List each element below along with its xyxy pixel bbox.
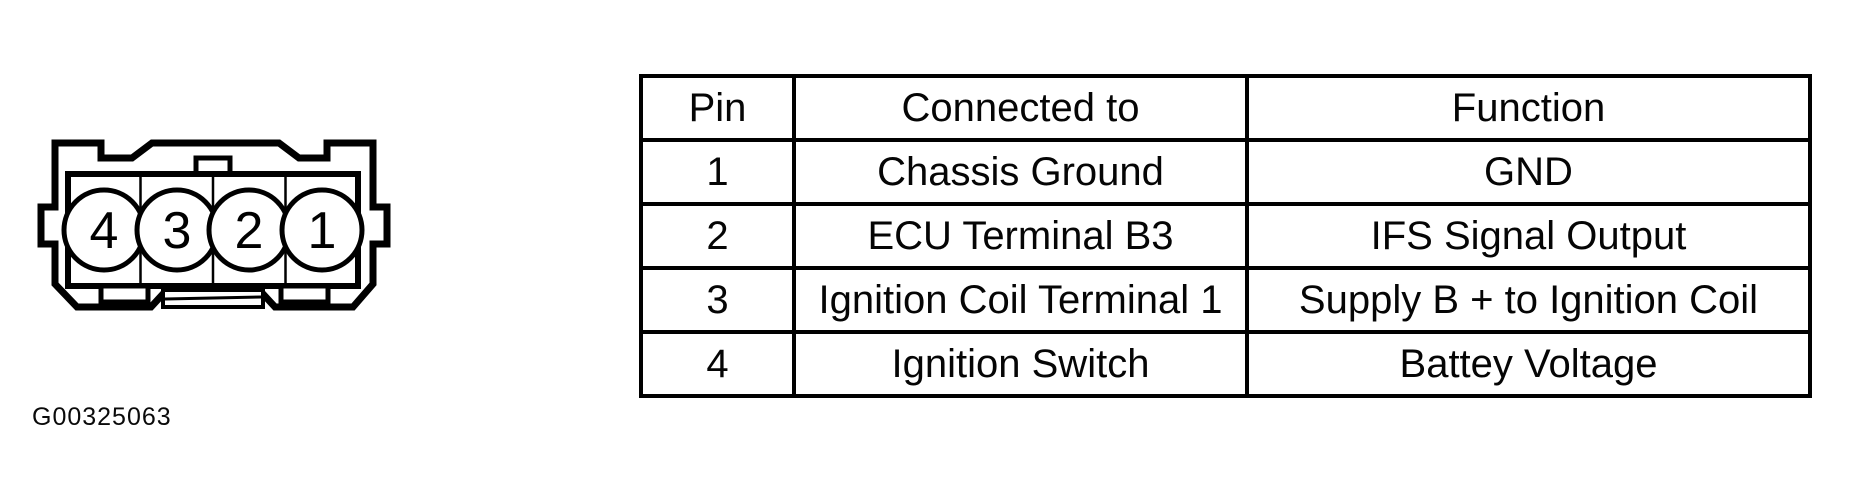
header-connected-to: Connected to [792, 74, 1249, 142]
table-row: 2 ECU Terminal B3 IFS Signal Output [639, 202, 1812, 270]
cell-function: Battey Voltage [1245, 330, 1812, 398]
connector-bottom-rail [161, 288, 265, 309]
table-row: 3 Ignition Coil Terminal 1 Supply B + to… [639, 266, 1812, 334]
header-function: Function [1245, 74, 1812, 142]
pin-label: 4 [90, 202, 119, 260]
cell-pin: 4 [639, 330, 796, 398]
cell-pin: 2 [639, 202, 796, 270]
cell-connected-to: Ignition Switch [792, 330, 1249, 398]
cell-pin: 1 [639, 138, 796, 206]
connector-bottom-tab-left [98, 283, 151, 305]
table-header-row: Pin Connected to Function [639, 74, 1812, 142]
cell-function: Supply B + to Ignition Coil [1245, 266, 1812, 334]
connector-diagram: 4 3 2 1 [37, 139, 391, 311]
cell-connected-to: Chassis Ground [792, 138, 1249, 206]
figure-code: G00325063 [32, 403, 172, 431]
table-row: 1 Chassis Ground GND [639, 138, 1812, 206]
header-pin: Pin [639, 74, 796, 142]
pin-label: 3 [163, 202, 192, 260]
pin-circle [279, 187, 365, 273]
connector-bottom-tab-right [278, 283, 331, 305]
pin-label: 2 [235, 202, 264, 260]
pin-2: 2 [206, 187, 292, 273]
table-row: 4 Ignition Switch Battey Voltage [639, 330, 1812, 398]
pin-3: 3 [134, 187, 220, 273]
cell-function: IFS Signal Output [1245, 202, 1812, 270]
cell-connected-to: Ignition Coil Terminal 1 [792, 266, 1249, 334]
cell-connected-to: ECU Terminal B3 [792, 202, 1249, 270]
cell-function: GND [1245, 138, 1812, 206]
cell-pin: 3 [639, 266, 796, 334]
pin-label: 1 [308, 202, 337, 260]
pin-1: 1 [279, 187, 365, 273]
pin-4: 4 [61, 187, 147, 273]
pinout-table: Pin Connected to Function 1 Chassis Grou… [639, 74, 1812, 398]
